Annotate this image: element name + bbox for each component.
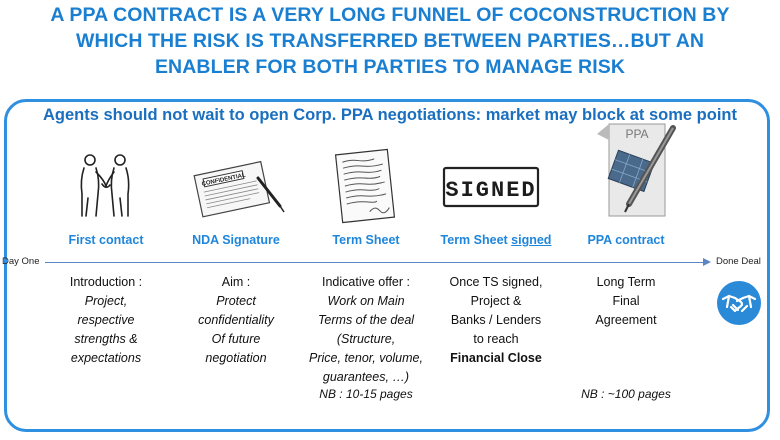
desc-bold-line: Financial Close [450, 351, 542, 365]
desc-line: Project & [470, 294, 522, 308]
desc-line: Work on Main [327, 294, 405, 308]
stage-label-nda-signature: NDA Signature [192, 233, 280, 247]
desc-line: Long Term [596, 275, 656, 289]
desc-line: Terms of the deal [317, 313, 415, 327]
timeline-line [45, 262, 707, 263]
desc-line: Agreement [595, 313, 657, 327]
stage-label-first-contact: First contact [68, 233, 144, 247]
desc-line: Protect [216, 294, 256, 308]
desc-line: guarantees, …) [322, 370, 410, 384]
desc-line: Final [612, 294, 640, 308]
desc-line: Price, tenor, volume, [309, 351, 423, 365]
rounded-frame [4, 99, 770, 432]
desc-title: Indicative offer : [321, 275, 410, 289]
stage-label-term-sheet-signed: Term Sheet signed [421, 233, 571, 247]
headline-line-1: A PPA CONTRACT IS A VERY LONG FUNNEL OF … [50, 4, 730, 26]
timeline-start-label: Day One [2, 256, 40, 267]
ppa-doc-text: PPA [625, 127, 648, 141]
signed-stamp-text: SIGNED [445, 178, 536, 203]
desc-line: to reach [473, 332, 519, 346]
nb-ppa-contract: NB : ~100 pages [581, 387, 671, 401]
headline: A PPA CONTRACT IS A VERY LONG FUNNEL OF … [0, 2, 780, 80]
desc-line: respective [77, 313, 135, 327]
handshake-people-icon [80, 154, 130, 217]
timeline-end-label: Done Deal [716, 256, 761, 267]
confidential-document-icon: CONFIDENTIAL [193, 160, 285, 218]
ppa-document-pen-icon: PPA [597, 123, 676, 217]
stage-label-term-sheet: Term Sheet [332, 233, 400, 247]
stage-label-signed-underlined: signed [511, 233, 552, 247]
stage-desc-nda-signature: Aim : Protect confidentiality Of future … [161, 273, 311, 368]
desc-line: expectations [70, 351, 142, 365]
desc-line: confidentiality [198, 313, 274, 327]
handshake-circle-icon [717, 281, 761, 325]
stage-desc-first-contact: Introduction : Project, respective stren… [31, 273, 181, 368]
desc-line: Banks / Lenders [450, 313, 542, 327]
timeline-arrowhead [703, 258, 711, 266]
subtitle: Agents should not wait to open Corp. PPA… [43, 106, 737, 124]
desc-line: negotiation [205, 351, 267, 365]
signed-stamp-icon: SIGNED [442, 166, 540, 208]
desc-line: strengths & [74, 332, 138, 346]
desc-title: Aim : [221, 275, 251, 289]
stage-desc-ppa-contract: Long Term Final Agreement [551, 273, 701, 330]
desc-line: Of future [211, 332, 261, 346]
stage-desc-term-sheet: Indicative offer : Work on Main Terms of… [291, 273, 441, 387]
stage-desc-term-sheet-signed: Once TS signed, Project & Banks / Lender… [421, 273, 571, 368]
desc-line: Once TS signed, [449, 275, 543, 289]
headline-line-3: ENABLER FOR BOTH PARTIES TO MANAGE RISK [154, 56, 626, 78]
desc-title: Introduction : [69, 275, 143, 289]
stage-label-ppa-contract: PPA contract [587, 233, 665, 247]
desc-line: Project, [84, 294, 128, 308]
stage-label-term-sheet-signed-prefix: Term Sheet [440, 233, 512, 247]
document-icon [334, 148, 396, 224]
headline-line-2: WHICH THE RISK IS TRANSFERRED BETWEEN PA… [75, 30, 705, 52]
desc-line: (Structure, [336, 332, 396, 346]
nb-term-sheet: NB : 10-15 pages [319, 387, 413, 401]
